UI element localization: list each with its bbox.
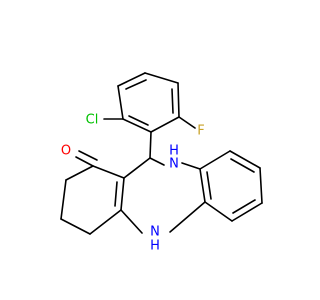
nitrogen-bottom-label: N (150, 225, 160, 240)
bond-inner (125, 79, 147, 90)
fluorine-label: F (197, 124, 204, 139)
bond-inner (232, 199, 256, 214)
bond (149, 157, 165, 166)
bond (199, 168, 206, 203)
bond (92, 165, 125, 179)
molecule-structure: Cl F O N H N H (60, 72, 263, 254)
bond (229, 150, 261, 169)
bond-c-o (78, 150, 98, 161)
bond-inner (171, 88, 174, 114)
bond (181, 162, 201, 170)
bond (117, 72, 146, 87)
bond (150, 116, 180, 133)
bond (204, 201, 233, 222)
bond (123, 157, 151, 179)
bond (177, 82, 180, 118)
bond (231, 202, 263, 222)
bond (60, 218, 91, 235)
bond (65, 165, 94, 181)
chlorine-label: Cl (86, 113, 99, 128)
hydrogen-bottom-label: H (150, 239, 160, 254)
bonds (60, 72, 263, 235)
bond-inner (230, 158, 255, 173)
bond (199, 150, 231, 170)
bond-c-f (178, 116, 196, 129)
bond (89, 209, 122, 235)
bond (149, 131, 152, 159)
nitrogen-top-label: N (169, 157, 179, 172)
bond (169, 201, 206, 233)
bond (120, 177, 125, 211)
bond (144, 72, 179, 84)
bond-inner (128, 115, 149, 126)
bond-inner (114, 181, 118, 207)
hydrogen-top-label: H (169, 144, 179, 159)
bond (259, 167, 263, 204)
bond (117, 85, 124, 120)
bond-c-o (75, 156, 94, 167)
bond-inner (206, 171, 212, 200)
oxygen-label: O (61, 144, 71, 159)
bond (122, 118, 152, 133)
bond (60, 179, 67, 220)
bond (120, 209, 143, 234)
atom-labels: Cl F O N H N H (61, 113, 205, 254)
